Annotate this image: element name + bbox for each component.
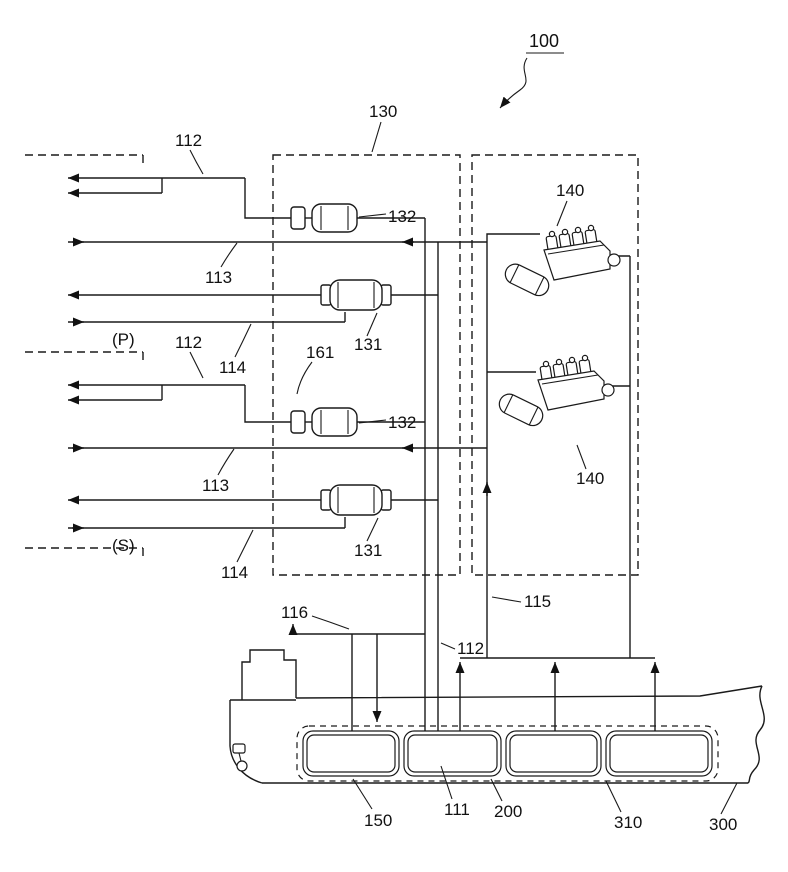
- leader-140-top: [556, 200, 568, 227]
- header-112-port: [244, 178, 291, 219]
- bow-break-line: [747, 685, 765, 784]
- leader-130: [371, 121, 382, 153]
- ref-label-310: 310: [614, 813, 642, 832]
- leader-132-top: [358, 213, 387, 218]
- ref-label-116: 116: [281, 603, 308, 622]
- boundary-stbd-bottom: [25, 547, 144, 560]
- ref-label-111: 111: [444, 800, 470, 819]
- engine-icon-bottom: [495, 354, 615, 430]
- line-114-port: [68, 312, 346, 323]
- deck-line: [230, 685, 763, 701]
- valve-131-port: [320, 279, 392, 311]
- ref-label-140-top: 140: [556, 181, 584, 200]
- leader-116: [311, 615, 350, 630]
- ref-label-140-bottom: 140: [576, 469, 604, 488]
- leader-150: [352, 778, 373, 810]
- ref-label-stbd: (S): [112, 536, 135, 555]
- piping-stbd-section: [68, 380, 487, 533]
- valve-132-port: [290, 203, 358, 233]
- reference-labels: 100 130 112 113 114 (P) 112 161 132 131 …: [112, 31, 737, 834]
- leader-114-bottom: [236, 529, 254, 563]
- leader-lines: [189, 52, 738, 815]
- tank-310: [605, 730, 713, 777]
- main-risers: [288, 218, 660, 764]
- ship-hull: [229, 649, 765, 784]
- tank-2: [403, 730, 502, 777]
- leader-132-bottom: [358, 419, 387, 424]
- leader-131-top: [366, 312, 378, 337]
- tank-3: [505, 730, 602, 777]
- ref-label-131-top: 131: [354, 335, 382, 354]
- ref-label-112-lower: 112: [457, 639, 484, 658]
- ref-label-113-bottom: 113: [202, 476, 229, 495]
- leader-113-top: [220, 242, 238, 268]
- piping-port-section: [68, 173, 487, 327]
- ref-label-132-bottom: 132: [388, 413, 416, 432]
- leader-112-lower: [440, 642, 456, 650]
- ref-label-200: 200: [494, 802, 522, 821]
- engine-icon-top: [501, 224, 621, 300]
- leader-113-bottom: [217, 448, 235, 476]
- ref-label-112-top: 112: [175, 131, 202, 150]
- leader-140-bottom: [576, 444, 587, 470]
- leader-310: [605, 780, 622, 813]
- leader-114-top: [234, 323, 252, 358]
- tank-enclosure: [296, 725, 719, 782]
- boundary-port-top: [25, 154, 144, 167]
- supply-room-box: [471, 154, 639, 576]
- engine-room-boundaries: [25, 154, 144, 560]
- valve-132-stbd: [290, 407, 358, 437]
- ref-label-161: 161: [306, 343, 334, 362]
- ref-label-100: 100: [529, 31, 559, 51]
- stern-gear: [232, 743, 248, 772]
- header-112-stbd: [244, 385, 291, 423]
- leader-100: [499, 57, 528, 109]
- ref-label-114-top: 114: [219, 358, 246, 377]
- boundary-port-bottom: [25, 351, 144, 364]
- stern-line: [229, 700, 263, 784]
- ref-label-port: (P): [112, 330, 135, 349]
- line-116-stub: [293, 633, 425, 742]
- ref-label-113-top: 113: [205, 268, 232, 287]
- leader-112-mid: [189, 351, 204, 379]
- leader-161: [296, 361, 313, 395]
- ref-label-150: 150: [364, 811, 392, 830]
- riser-C-115: [486, 233, 540, 658]
- leader-131-bottom: [366, 517, 379, 542]
- ref-label-300: 300: [709, 815, 737, 834]
- leader-112-top: [189, 149, 204, 175]
- valve-131-stbd: [320, 484, 392, 516]
- leader-111: [440, 765, 453, 800]
- superstructure: [241, 649, 297, 700]
- ref-label-112-mid: 112: [175, 333, 202, 352]
- tank-150: [302, 730, 400, 777]
- ref-label-131-bottom: 131: [354, 541, 382, 560]
- line-114-stbd: [68, 517, 346, 529]
- ref-label-114-bottom: 114: [221, 563, 248, 582]
- ref-label-115: 115: [524, 592, 551, 611]
- leader-300: [720, 782, 738, 815]
- leader-115: [491, 596, 522, 603]
- ref-label-130: 130: [369, 102, 397, 121]
- leader-200: [490, 778, 503, 802]
- valve-unit-box: [272, 154, 461, 576]
- ref-label-132-top: 132: [388, 207, 416, 226]
